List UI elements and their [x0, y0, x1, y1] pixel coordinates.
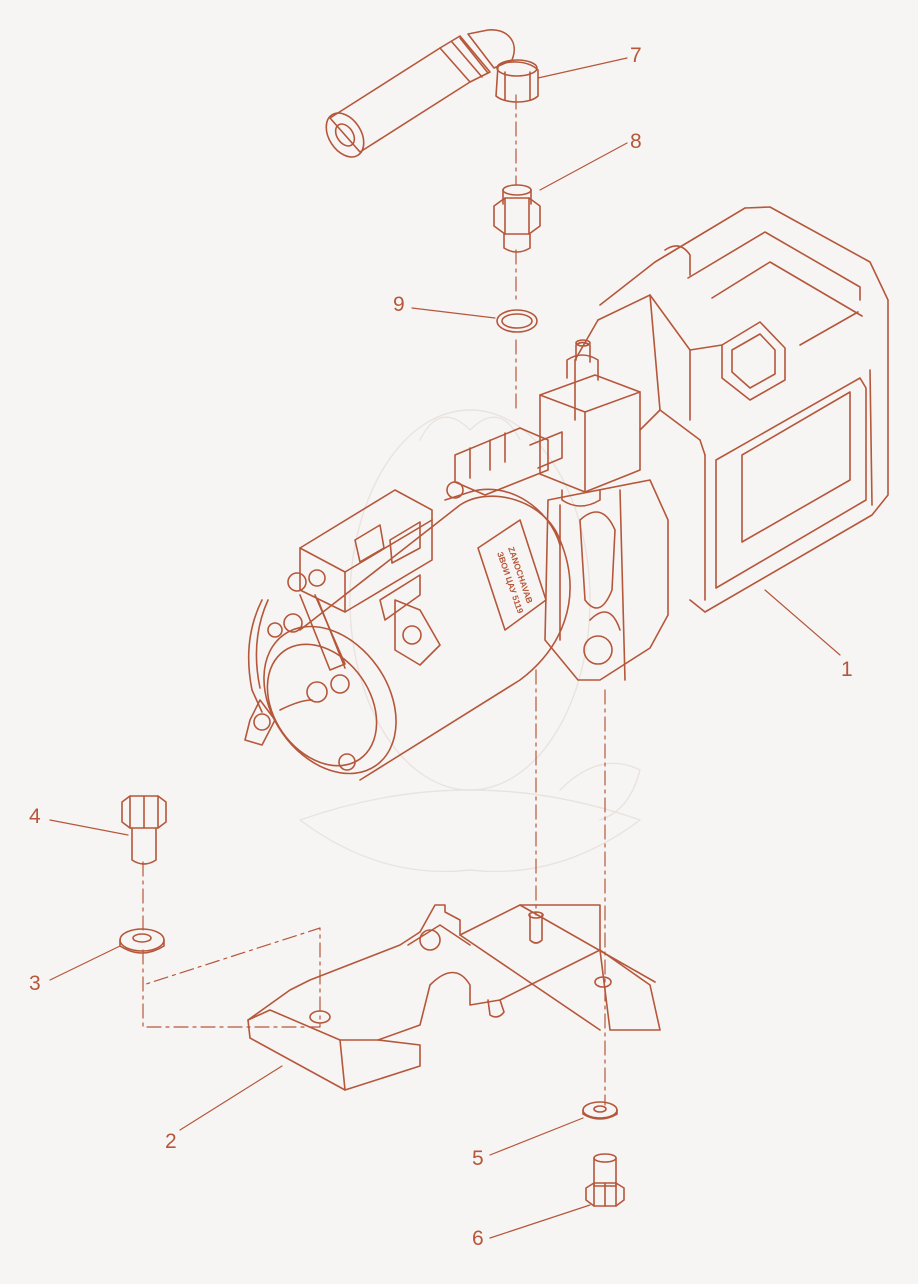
part-7-hose-elbow	[325, 29, 539, 158]
callout-6: 6	[472, 1227, 484, 1250]
callout-2: 2	[165, 1130, 177, 1153]
part-4-hex-bolt	[121, 795, 167, 865]
callout-8: 8	[630, 130, 642, 153]
part-1-power-unit	[244, 206, 889, 781]
callout-leader-lines	[49, 57, 841, 1239]
callout-4: 4	[29, 805, 41, 828]
assembly-center-lines	[142, 94, 606, 1106]
part-6-short-hex-bolt	[585, 1153, 625, 1207]
watermark-logo	[299, 409, 641, 873]
callout-1: 1	[841, 658, 853, 681]
part-2-mounting-bracket	[247, 904, 661, 1091]
motor-nameplate-text: ZANOCHAVAB ЗВОИ ЦАУ 5119	[495, 545, 535, 614]
callout-9: 9	[393, 293, 405, 316]
callout-7: 7	[630, 44, 642, 67]
part-8-adapter-fitting	[493, 184, 541, 253]
callout-3: 3	[29, 972, 41, 995]
callout-5: 5	[472, 1147, 484, 1170]
part-9-o-ring	[496, 309, 538, 333]
part-3-washer	[119, 928, 165, 954]
part-5-washer	[582, 1101, 618, 1120]
